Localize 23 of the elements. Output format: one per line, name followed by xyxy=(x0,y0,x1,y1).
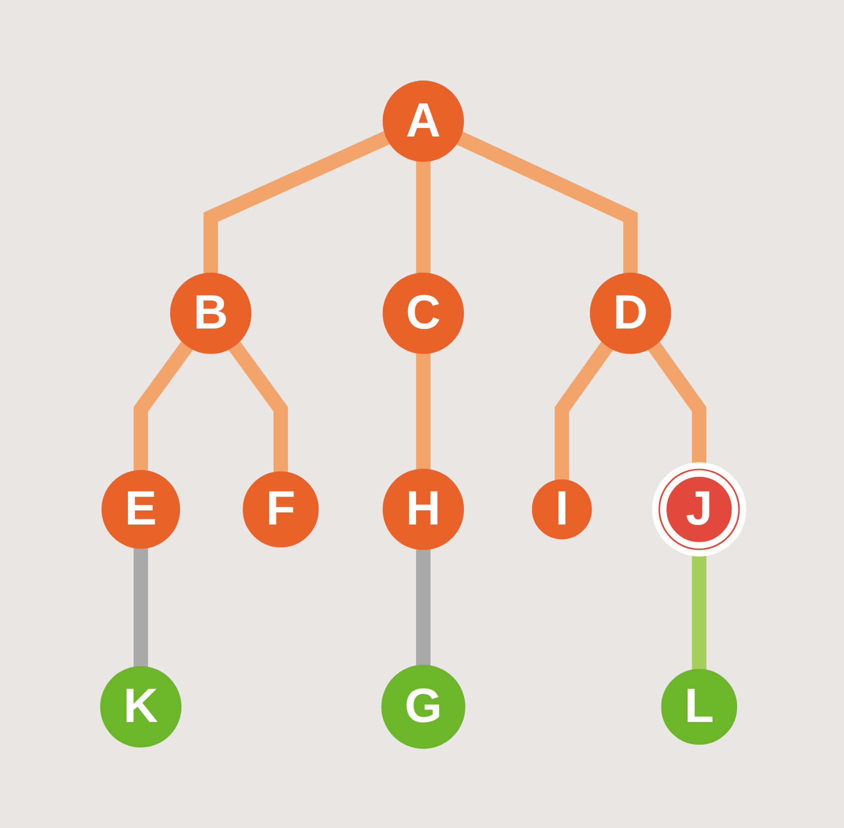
connector-line xyxy=(204,131,390,274)
circle-node: B xyxy=(170,272,252,354)
connector-line xyxy=(134,548,148,667)
connector-line xyxy=(228,341,288,472)
connector-line xyxy=(456,131,638,274)
circle-node: L xyxy=(661,668,738,745)
connector-line xyxy=(416,549,431,666)
circle-node: E xyxy=(101,470,180,549)
circle-node: F xyxy=(242,471,319,548)
circle-node: J xyxy=(652,462,746,556)
connector-line xyxy=(416,353,431,470)
connector-line xyxy=(134,341,194,471)
circle-node: C xyxy=(382,272,464,354)
circle-node: K xyxy=(100,666,182,748)
connector-line xyxy=(692,553,706,670)
circle-node: A xyxy=(382,80,464,162)
circle-node: G xyxy=(381,664,466,749)
circle-node: H xyxy=(382,468,464,550)
circle-node: D xyxy=(590,272,672,354)
connector-line xyxy=(554,342,614,480)
connector-line xyxy=(416,161,431,274)
connector-line xyxy=(648,342,706,466)
circle-node: I xyxy=(532,479,592,540)
